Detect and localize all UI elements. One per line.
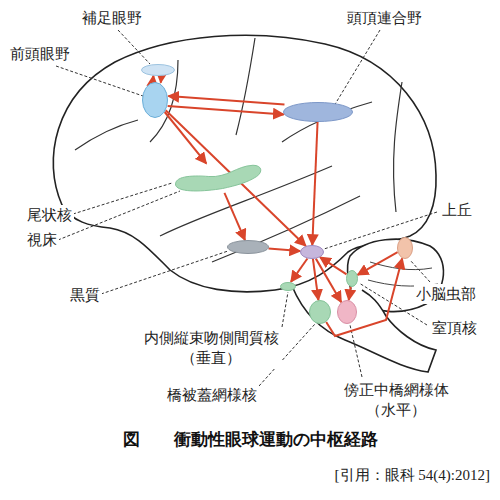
region-fill xyxy=(338,301,357,324)
region-label: 補足眼野 xyxy=(80,8,144,28)
leader-lines xyxy=(56,30,437,386)
temporal-sulcus xyxy=(212,196,360,262)
region-fill xyxy=(347,270,358,286)
figure-caption: 図 衝動性眼球運動の中枢経路 xyxy=(0,428,500,451)
leader-line xyxy=(118,30,150,64)
brain-region: 室頂核 xyxy=(346,270,358,287)
region-shape xyxy=(283,102,353,122)
pathway-arrow xyxy=(316,259,341,303)
brain-region: 頭頂連合野 xyxy=(283,102,353,122)
region-label: 小脳虫部 xyxy=(414,284,478,304)
intraparietal-sulcus xyxy=(282,102,372,142)
region-label: 傍正中橋網様体 （水平） xyxy=(340,380,452,421)
principal-sulcus xyxy=(75,120,138,150)
region-shape xyxy=(337,300,357,324)
pathway-arrow xyxy=(349,286,351,300)
pathway-arrow xyxy=(160,76,163,82)
leader-line xyxy=(410,260,430,282)
region-label: 橋被蓋網様核 xyxy=(165,385,259,405)
lunate-sulcus xyxy=(394,82,402,212)
region-fill xyxy=(281,282,296,290)
pathway-arrow xyxy=(268,249,300,251)
leader-line xyxy=(324,212,437,249)
pathway-arrow xyxy=(168,96,284,105)
central-sulcus xyxy=(236,38,255,135)
pathway-arrow xyxy=(168,106,284,115)
region-label: 黒質 xyxy=(68,285,102,305)
pathway-arrow xyxy=(291,258,307,281)
region-shape xyxy=(300,245,324,259)
leader-line xyxy=(350,325,362,377)
region-label: 前頭眼野 xyxy=(8,44,72,64)
brain-region: 黒質 xyxy=(227,240,269,254)
brain-region: 上丘 xyxy=(300,245,324,259)
brain-region: 前頭眼野 xyxy=(142,82,168,118)
brain-region: 小脳虫部 xyxy=(397,237,413,259)
brain-region: 内側縦束吻側間質核 （垂直） xyxy=(280,282,296,291)
brain-region: 尾状核 xyxy=(172,163,264,193)
lateral-sulcus xyxy=(160,166,332,236)
leader-line xyxy=(101,251,228,294)
citation-note: [引用：眼科 54(4):2012] xyxy=(333,466,492,485)
brain-region: 橋被蓋網様核 xyxy=(309,300,331,324)
leader-line xyxy=(73,183,172,214)
pathway-arrow xyxy=(312,122,317,245)
region-shape xyxy=(172,163,264,193)
region-fill xyxy=(176,165,261,191)
region-label: 上丘 xyxy=(440,200,474,220)
sulci xyxy=(75,38,402,262)
region-label: 頭頂連合野 xyxy=(345,8,424,28)
region-shape xyxy=(280,282,296,291)
region-fill xyxy=(228,241,269,254)
brain-region: 補足眼野 xyxy=(141,64,175,76)
region-fill xyxy=(143,83,168,118)
region-fill xyxy=(310,301,331,324)
leader-line xyxy=(56,66,143,96)
region-fill xyxy=(142,65,175,76)
pathway-arrow xyxy=(320,257,347,274)
cerebellum-folia xyxy=(368,262,438,286)
leader-line xyxy=(58,191,180,240)
region-shape xyxy=(227,240,269,254)
leader-line xyxy=(282,292,288,327)
region-shape xyxy=(142,82,168,118)
region-fill xyxy=(301,246,324,259)
pathway-arrow xyxy=(166,110,306,246)
region-shape xyxy=(397,237,413,259)
region-shape xyxy=(141,64,175,76)
region-shape xyxy=(309,300,331,324)
pathway-arrow xyxy=(165,112,207,163)
pathway-arrow xyxy=(358,252,398,275)
region-shape xyxy=(346,270,358,287)
region-label: 視床 xyxy=(25,231,59,250)
region-fill xyxy=(398,238,413,259)
brain-region: 傍正中橋網様体 （水平） xyxy=(337,300,357,324)
region-label: 内側縦束吻側間質核 （垂直） xyxy=(140,328,282,369)
region-label: 尾状核 xyxy=(25,205,74,225)
pathway-arrow xyxy=(313,259,318,300)
pathway-arrow xyxy=(152,76,155,82)
region-label: 室頂核 xyxy=(430,318,479,338)
pathway-arrow xyxy=(224,193,245,240)
region-fill xyxy=(284,103,353,122)
leader-line xyxy=(334,30,380,106)
